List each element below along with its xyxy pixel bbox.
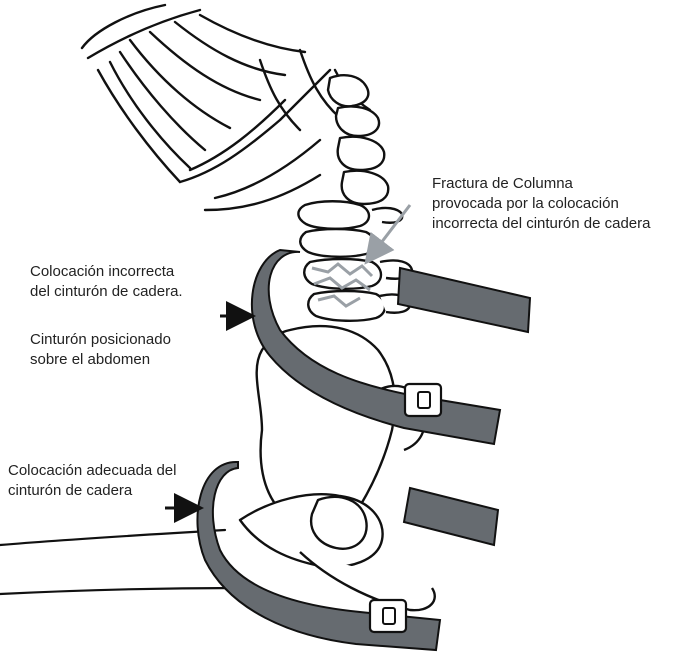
incorrect-placement-label: Colocación incorrecta del cinturón de ca… [30,262,183,302]
incorrect-placement-line-2: del cinturón de cadera. [30,282,183,302]
buckle-icon [370,600,406,632]
correct-placement-line-2: cinturón de cadera [8,481,176,501]
correct-placement-line-1: Colocación adecuada del [8,461,176,481]
belt-on-abdomen-line-1: Cinturón posicionado [30,330,171,350]
fracture-label: Fractura de Columna provocada por la col… [432,174,650,234]
belt-on-abdomen-line-2: sobre el abdomen [30,350,171,370]
buckle-icon [405,384,441,416]
fracture-label-line-3: incorrecta del cinturón de cadera [432,214,650,234]
belt-on-abdomen-label: Cinturón posicionado sobre el abdomen [30,330,171,370]
rib-cage [82,5,370,210]
correct-placement-label: Colocación adecuada del cinturón de cade… [8,461,176,501]
fracture-label-line-2: provocada por la colocación [432,194,650,214]
fracture-label-line-1: Fractura de Columna [432,174,650,194]
pelvis [240,326,435,610]
incorrect-placement-line-1: Colocación incorrecta [30,262,183,282]
